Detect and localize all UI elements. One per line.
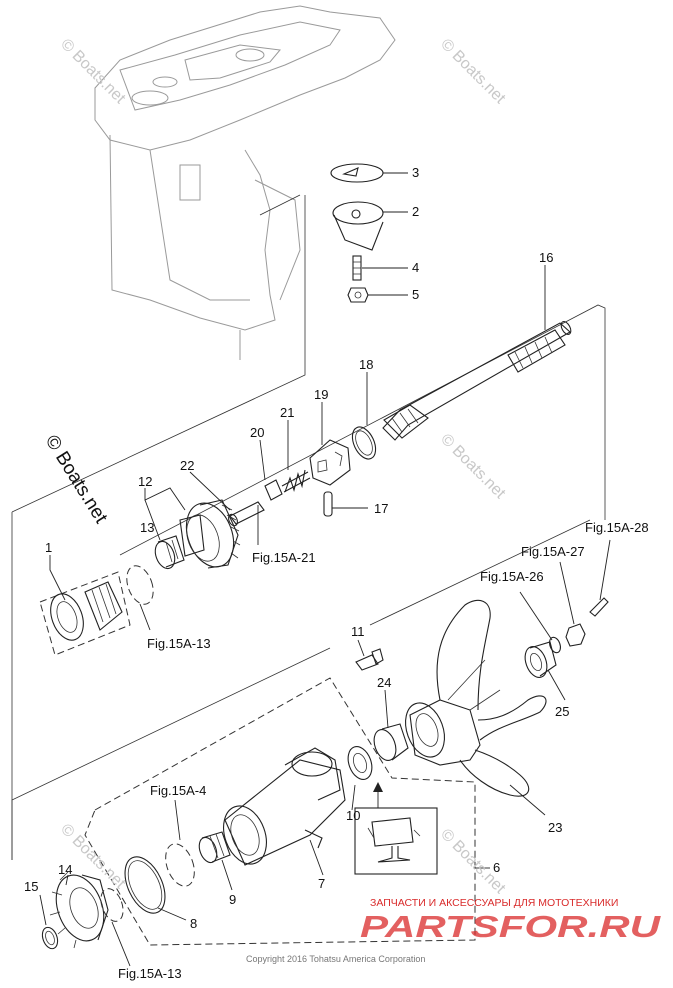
callout-5: 5 <box>412 287 419 302</box>
callout-24: 24 <box>377 675 391 690</box>
brand-tagline: ЗАПЧАСТИ И АКСЕССУАРЫ ДЛЯ МОТОТЕХНИКИ <box>370 897 618 909</box>
callout-17: 17 <box>374 501 388 516</box>
watermark-boats-main: © Boats.net <box>41 432 112 528</box>
part-3-plate <box>330 163 384 183</box>
callout-14: 14 <box>58 862 72 877</box>
fig-15a-28-label: Fig.15A-28 <box>585 520 649 535</box>
part-16-propeller-shaft <box>382 320 572 441</box>
part-8-o-ring <box>124 856 166 914</box>
part-18-o-ring <box>351 426 377 460</box>
callout-2: 2 <box>412 204 419 219</box>
callout-20: 20 <box>250 425 264 440</box>
thrust-washer-outline <box>165 843 195 887</box>
arrow-head <box>373 782 383 792</box>
watermark-boats-2: © Boats.net <box>437 36 509 108</box>
fig-15a-21-label: Fig.15A-21 <box>252 550 316 565</box>
assembly-outline <box>11 194 606 860</box>
callout-18: 18 <box>359 357 373 372</box>
shim-ring-upper <box>126 565 154 605</box>
part-2-anode <box>332 201 384 251</box>
callout-12: 12 <box>138 474 152 489</box>
fig-15a-13-upper-label: Fig.15A-13 <box>147 636 211 651</box>
part-15-shim <box>41 926 59 950</box>
part-10-oil-seal <box>347 746 373 780</box>
callout-labels: 3 2 4 5 16 18 19 21 20 22 17 12 13 Fig.1… <box>24 165 649 981</box>
callout-22: 22 <box>180 458 194 473</box>
part-23-propeller <box>405 599 547 797</box>
fig-15a-27-label: Fig.15A-27 <box>521 544 585 559</box>
callout-16: 16 <box>539 250 553 265</box>
callout-4: 4 <box>412 260 419 275</box>
callout-6: 6 <box>493 860 500 875</box>
callout-21: 21 <box>280 405 294 420</box>
part-7-bearing-carrier <box>223 747 346 866</box>
fig-15a-26-label: Fig.15A-26 <box>480 569 544 584</box>
watermark-boats-1: © Boats.net <box>57 36 129 108</box>
part-13-bearing <box>154 535 185 570</box>
nut-15a-27 <box>565 623 586 647</box>
callout-3: 3 <box>412 165 419 180</box>
callout-7: 7 <box>318 876 325 891</box>
gearcase-housing <box>94 5 396 360</box>
partsfor-brand-logo: ЗАПЧАСТИ И АКСЕССУАРЫ ДЛЯ МОТОТЕХНИКИ PA… <box>360 897 662 944</box>
part-5-nut <box>347 287 369 303</box>
callout-19: 19 <box>314 387 328 402</box>
part-6-group-outline <box>84 677 476 946</box>
callout-11: 11 <box>351 624 365 639</box>
washer-15a-26 <box>549 636 561 654</box>
watermark-boats-4: © Boats.net <box>57 821 129 893</box>
callout-15: 15 <box>24 879 38 894</box>
part-1-tapered-bearing <box>39 571 131 656</box>
part-9-needle-bearing <box>198 831 231 864</box>
part-17-pin <box>323 491 333 517</box>
part-21-spring <box>281 469 311 493</box>
part-14-reverse-gear <box>49 871 109 949</box>
part-19-clutch <box>309 439 351 486</box>
leader-lines <box>39 172 611 967</box>
watermark-boats-3: © Boats.net <box>437 431 509 503</box>
cotter-pin-15a-28 <box>589 597 609 617</box>
callout-9: 9 <box>229 892 236 907</box>
fig-15a-4-label: Fig.15A-4 <box>150 783 206 798</box>
brand-name: PARTSFOR.RU <box>360 909 662 944</box>
callout-13: 13 <box>140 520 154 535</box>
callout-1: 1 <box>45 540 52 555</box>
part-11-bolt <box>355 648 384 671</box>
part-22-plunger <box>228 501 265 527</box>
shim-ring-lower <box>100 888 124 922</box>
part-4-stud <box>352 255 362 281</box>
callout-8: 8 <box>190 916 197 931</box>
callout-10: 10 <box>346 808 360 823</box>
callout-25: 25 <box>555 704 569 719</box>
callout-23: 23 <box>548 820 562 835</box>
part-20-block <box>264 479 283 501</box>
inset-detail-box <box>354 807 438 875</box>
fig-15a-13-lower-label: Fig.15A-13 <box>118 966 182 981</box>
copyright-text: Copyright 2016 Tohatsu America Corporati… <box>246 954 425 964</box>
part-24-spacer <box>373 723 409 761</box>
